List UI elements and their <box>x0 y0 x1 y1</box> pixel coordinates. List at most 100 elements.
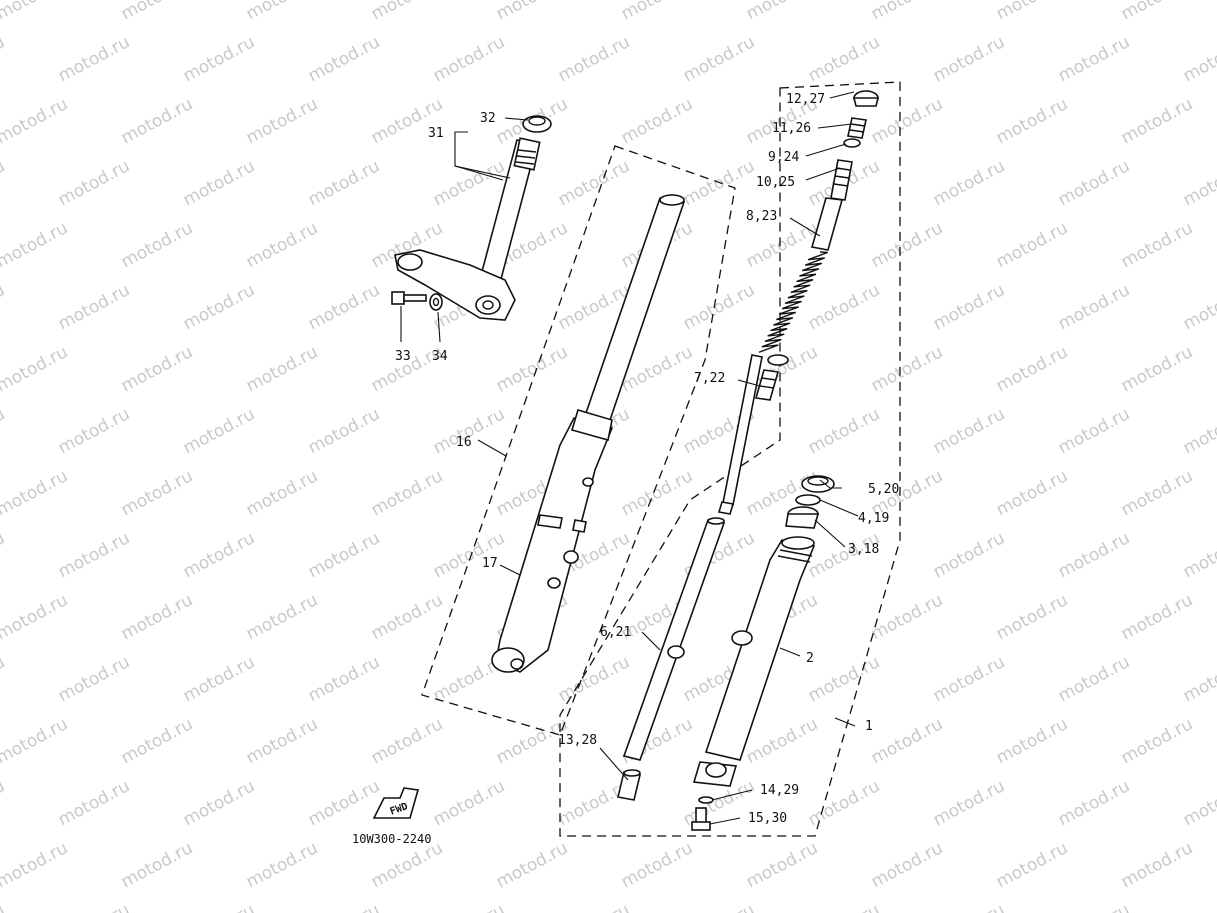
watermark-text: motod.ru <box>680 900 758 913</box>
piston-ring <box>754 354 789 401</box>
damper-rod <box>717 354 763 515</box>
watermark-text: motod.ru <box>305 528 383 582</box>
group-outline-1 <box>559 81 901 837</box>
group-outline-16 <box>421 145 736 736</box>
part-label: 33 <box>395 349 411 364</box>
watermark-text: motod.ru <box>1055 900 1133 913</box>
watermark-text: motod.ru <box>305 404 383 458</box>
watermark-text: motod.ru <box>0 528 8 582</box>
watermark-text: motod.ru <box>805 900 883 913</box>
watermark-text: motod.ru <box>743 838 821 892</box>
watermark-text: motod.ru <box>1055 776 1133 830</box>
watermark-text: motod.ru <box>493 0 571 24</box>
collar <box>830 159 853 201</box>
watermark-text: motod.ru <box>0 280 8 334</box>
watermark-text: motod.ru <box>868 714 946 768</box>
watermark-text: motod.ru <box>118 94 196 148</box>
watermark-text: motod.ru <box>1055 32 1133 86</box>
watermark-text: motod.ru <box>1180 404 1217 458</box>
watermark-text: motod.ru <box>118 0 196 24</box>
part-label: 9,24 <box>768 150 799 165</box>
watermark-text: motod.ru <box>555 156 633 210</box>
watermark-text: motod.ru <box>618 838 696 892</box>
watermark-text: motod.ru <box>743 714 821 768</box>
watermark-text: motod.ru <box>868 218 946 272</box>
watermark-text: motod.ru <box>55 280 133 334</box>
watermark-text: motod.ru <box>805 404 883 458</box>
fork-cap-bolt <box>852 90 880 107</box>
drain-washer <box>698 796 714 804</box>
watermark-text: motod.ru <box>868 342 946 396</box>
watermark-text: motod.ru <box>0 0 71 24</box>
part-label: 1 <box>865 719 873 734</box>
watermark-text: motod.ru <box>0 466 71 520</box>
watermark-text: motod.ru <box>930 404 1008 458</box>
part-label: 13,28 <box>558 733 597 748</box>
watermark-text: motod.ru <box>55 156 133 210</box>
watermark-text: motod.ru <box>993 714 1071 768</box>
watermark-text: motod.ru <box>55 776 133 830</box>
part-label: 4,19 <box>858 511 889 526</box>
watermark-text: motod.ru <box>0 838 71 892</box>
watermark-text: motod.ru <box>55 900 133 913</box>
watermark-text: motod.ru <box>305 652 383 706</box>
watermark-text: motod.ru <box>118 342 196 396</box>
watermark-text: motod.ru <box>555 900 633 913</box>
watermark-text: motod.ru <box>1055 404 1133 458</box>
watermark-text: motod.ru <box>868 94 946 148</box>
watermark-text: motod.ru <box>305 776 383 830</box>
watermark-text: motod.ru <box>0 94 71 148</box>
fork-spring <box>758 251 828 353</box>
drawing-code: 10W300-2240 <box>352 832 431 846</box>
watermark-text: motod.ru <box>243 342 321 396</box>
watermark-text: motod.ru <box>930 528 1008 582</box>
watermark-text: motod.ru <box>993 466 1071 520</box>
watermark-text: motod.ru <box>180 652 258 706</box>
watermark-text: motod.ru <box>55 652 133 706</box>
fork-outer-tube <box>491 409 614 673</box>
leader-lines <box>400 91 859 825</box>
watermark-text: motod.ru <box>618 0 696 24</box>
damper-bolt <box>691 807 711 831</box>
watermark-text: motod.ru <box>805 280 883 334</box>
watermark-text: motod.ru <box>180 280 258 334</box>
part-label: 8,23 <box>746 209 777 224</box>
fork-spacer <box>847 117 867 139</box>
watermark-text: motod.ru <box>868 590 946 644</box>
part-label: 2 <box>806 651 814 666</box>
watermark-text: motod.ru <box>180 32 258 86</box>
watermark-text: motod.ru <box>430 776 508 830</box>
inner-fork-tube <box>622 517 726 761</box>
watermark-text: motod.ru <box>1180 280 1217 334</box>
part-label: 31 <box>428 126 444 141</box>
watermark-text: motod.ru <box>1118 342 1196 396</box>
watermark-text: motod.ru <box>618 94 696 148</box>
watermark-text: motod.ru <box>118 590 196 644</box>
watermark-text: motod.ru <box>993 342 1071 396</box>
part-label: 34 <box>432 349 448 364</box>
watermark-text: motod.ru <box>1180 156 1217 210</box>
watermark-text: motod.ru <box>430 900 508 913</box>
watermark-text: motod.ru <box>243 94 321 148</box>
part-label: 7,22 <box>694 371 725 386</box>
spacer-pipe <box>810 197 844 251</box>
watermark-text: motod.ru <box>0 342 71 396</box>
watermark-text: motod.ru <box>1055 280 1133 334</box>
watermark-text: motod.ru <box>1055 156 1133 210</box>
watermark-text: motod.ru <box>305 280 383 334</box>
watermark-text: motod.ru <box>368 838 446 892</box>
watermark-text: motod.ru <box>993 218 1071 272</box>
watermark-text: motod.ru <box>118 466 196 520</box>
watermark-text: motod.ru <box>430 32 508 86</box>
watermark-text: motod.ru <box>1118 218 1196 272</box>
steering-stem <box>394 137 541 321</box>
watermark-text: motod.ru <box>0 404 8 458</box>
watermark-text: motod.ru <box>993 0 1071 24</box>
watermark-text: motod.ru <box>1180 528 1217 582</box>
dust-seal <box>801 475 835 493</box>
watermark-text: motod.ru <box>930 776 1008 830</box>
watermark-text: motod.ru <box>680 280 758 334</box>
watermark-text: motod.ru <box>993 838 1071 892</box>
